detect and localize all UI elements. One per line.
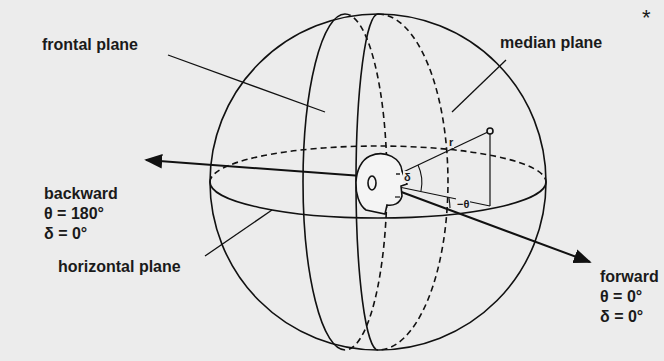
plane-label: horizontal plane xyxy=(58,258,181,276)
angle-arc xyxy=(418,165,422,191)
angle-value: δ = 0° xyxy=(44,225,87,243)
plane-label: median plane xyxy=(500,34,602,52)
direction-label: backward xyxy=(44,185,118,203)
frontal-plane-front xyxy=(303,14,345,350)
angle-value: θ = 180° xyxy=(44,205,104,223)
backward-arrow xyxy=(146,160,362,176)
leader-line xyxy=(168,55,325,112)
head-figure xyxy=(356,154,407,214)
plane-label: frontal plane xyxy=(42,36,138,54)
direction-label: forward xyxy=(600,268,659,286)
footnote-mark: * xyxy=(642,6,651,30)
projection-line xyxy=(489,131,490,206)
angle-label: −θ xyxy=(456,198,470,210)
vector-label: r xyxy=(448,136,454,148)
leader-line xyxy=(205,210,272,256)
angle-value: δ = 0° xyxy=(600,308,643,326)
leader-line xyxy=(452,60,506,112)
point-marker xyxy=(487,128,493,134)
sphere-outline xyxy=(210,14,546,350)
angle-arc xyxy=(449,198,450,208)
angle-label: δ xyxy=(403,171,412,183)
forward-arrow xyxy=(396,190,590,262)
angle-value: θ = 0° xyxy=(600,288,642,306)
